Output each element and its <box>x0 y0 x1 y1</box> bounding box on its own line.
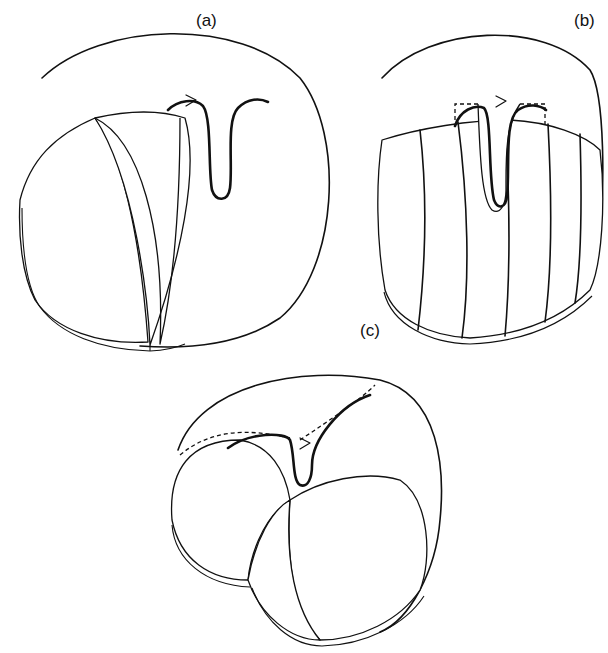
embryo-c <box>172 375 442 646</box>
embryo-a <box>20 34 330 351</box>
panel-label: (a) <box>196 12 217 29</box>
embryo-b <box>378 35 603 344</box>
panel-label: (c) <box>360 322 380 339</box>
panel-label: (b) <box>574 12 595 29</box>
